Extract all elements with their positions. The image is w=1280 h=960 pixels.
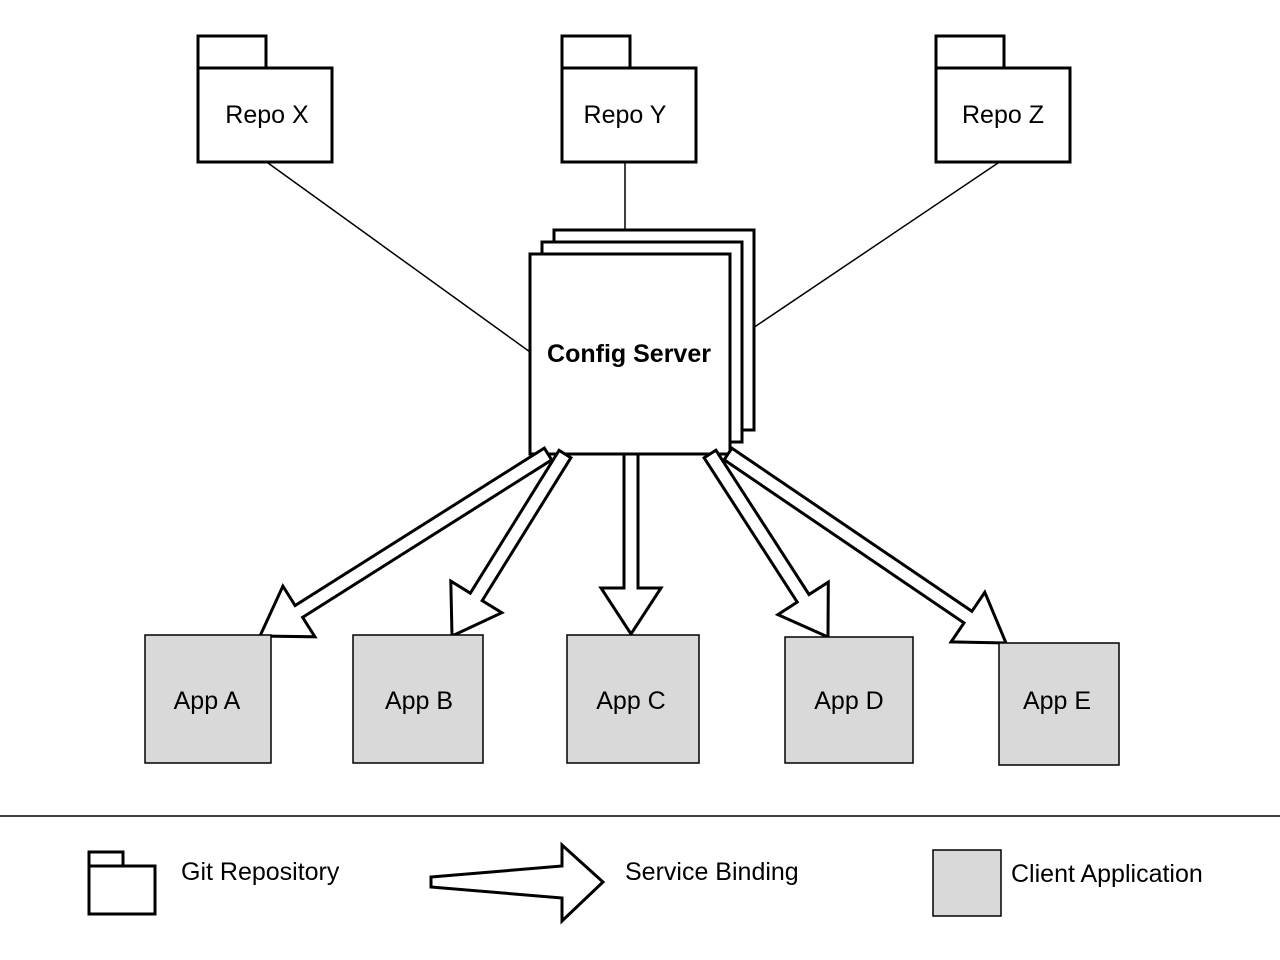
repo-z-body — [934, 66, 1072, 164]
service-binding-arrow-app-e — [722, 446, 1009, 645]
config-server[interactable]: Config Server — [528, 228, 756, 456]
app-d-box — [784, 636, 914, 764]
app-b-label: App B — [385, 687, 453, 715]
app-c-label: App C — [596, 687, 665, 715]
service-binding-arrow-app-a — [257, 446, 554, 639]
connection-repo-z — [752, 162, 999, 329]
app-a-box — [144, 634, 272, 764]
connection-repo-x — [267, 162, 531, 353]
app-e[interactable]: App E — [998, 642, 1120, 766]
legend-service-binding: Service Binding — [429, 841, 799, 925]
app-a[interactable]: App A — [144, 634, 272, 764]
service-binding-arrows — [257, 446, 1009, 645]
repo-x-tab — [196, 34, 268, 70]
repo-y-label: Repo Y — [584, 101, 667, 129]
app-b[interactable]: App B — [352, 634, 484, 764]
service-binding-arrow-app-b — [449, 448, 573, 639]
legend: Git Repository Service Binding Client Ap… — [87, 841, 1203, 925]
app-e-box — [998, 642, 1120, 766]
repo-connections — [267, 162, 999, 353]
repo-y[interactable]: Repo Y — [560, 34, 698, 164]
binding-arrow-icon — [429, 841, 606, 925]
repo-z-label: Repo Z — [962, 101, 1044, 129]
app-e-label: App E — [1023, 687, 1091, 715]
repo-z[interactable]: Repo Z — [934, 34, 1072, 164]
legend-client-application-label: Client Application — [1011, 860, 1203, 888]
repo-x-body — [196, 66, 334, 164]
service-binding-arrow-app-d — [702, 448, 830, 640]
legend-client-application: Client Application — [932, 849, 1203, 917]
app-a-label: App A — [174, 687, 241, 715]
repo-y-tab — [560, 34, 632, 70]
folder-icon — [87, 864, 157, 916]
repo-y-body — [560, 66, 698, 164]
repo-x-label: Repo X — [225, 101, 309, 129]
app-d[interactable]: App D — [784, 636, 914, 764]
app-d-label: App D — [814, 687, 883, 715]
repo-z-tab — [934, 34, 1006, 70]
legend-git-repository-label: Git Repository — [181, 858, 340, 886]
app-c-box — [566, 634, 700, 764]
service-binding-arrow-app-c — [598, 452, 664, 637]
repo-x[interactable]: Repo X — [196, 34, 334, 164]
legend-service-binding-label: Service Binding — [625, 858, 799, 886]
app-c[interactable]: App C — [566, 634, 700, 764]
config-server-label: Config Server — [547, 340, 711, 368]
client-application-swatch — [932, 849, 1002, 917]
app-b-box — [352, 634, 484, 764]
legend-git-repository: Git Repository — [87, 850, 340, 916]
